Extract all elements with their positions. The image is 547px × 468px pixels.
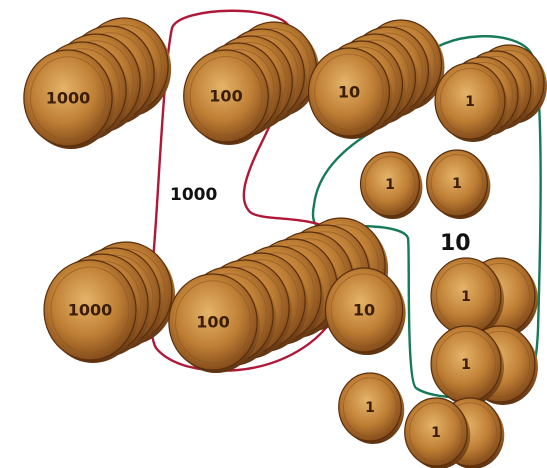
- coin-value-label: 1: [385, 177, 395, 193]
- pair-1-b: 1: [431, 326, 538, 405]
- coin-value-label: 1: [461, 357, 471, 373]
- green-group-label: 10: [440, 231, 471, 256]
- coin-front: 1: [427, 150, 491, 219]
- coin-stack-1-top: 1: [435, 45, 547, 142]
- coin-value-label: 1: [461, 289, 471, 305]
- coin-front: 10: [325, 268, 405, 355]
- coin-value-label: 10: [353, 301, 375, 320]
- coin-value-label: 1000: [46, 89, 91, 108]
- pair-1-bottom: 1: [405, 398, 505, 468]
- coin-stack-10-top: 10: [309, 20, 445, 139]
- coin-front: 1: [361, 152, 423, 219]
- coin-stack-1000-top: 1000: [24, 18, 171, 149]
- coin-value-label: 100: [196, 313, 229, 332]
- pair-1-a: 1: [431, 258, 538, 337]
- coin-1-mid-left: 1: [361, 152, 423, 219]
- coin-stack-100-top: 100: [184, 22, 320, 145]
- coin-value-label: 1: [365, 400, 375, 416]
- coin-front: 1: [339, 373, 405, 444]
- coin-10-bottom: 10: [325, 268, 405, 355]
- coin-value-label: 1: [431, 425, 441, 441]
- coin-value-label: 1000: [68, 301, 113, 320]
- red-group-label: 1000: [170, 185, 217, 205]
- coin-value-label: 1: [452, 176, 462, 192]
- coin-1-mid-right: 1: [427, 150, 491, 219]
- coin-1-lower: 1: [339, 373, 405, 444]
- coin-value-label: 10: [338, 83, 360, 102]
- coin-value-label: 100: [209, 87, 242, 106]
- coin-value-label: 1: [465, 94, 475, 110]
